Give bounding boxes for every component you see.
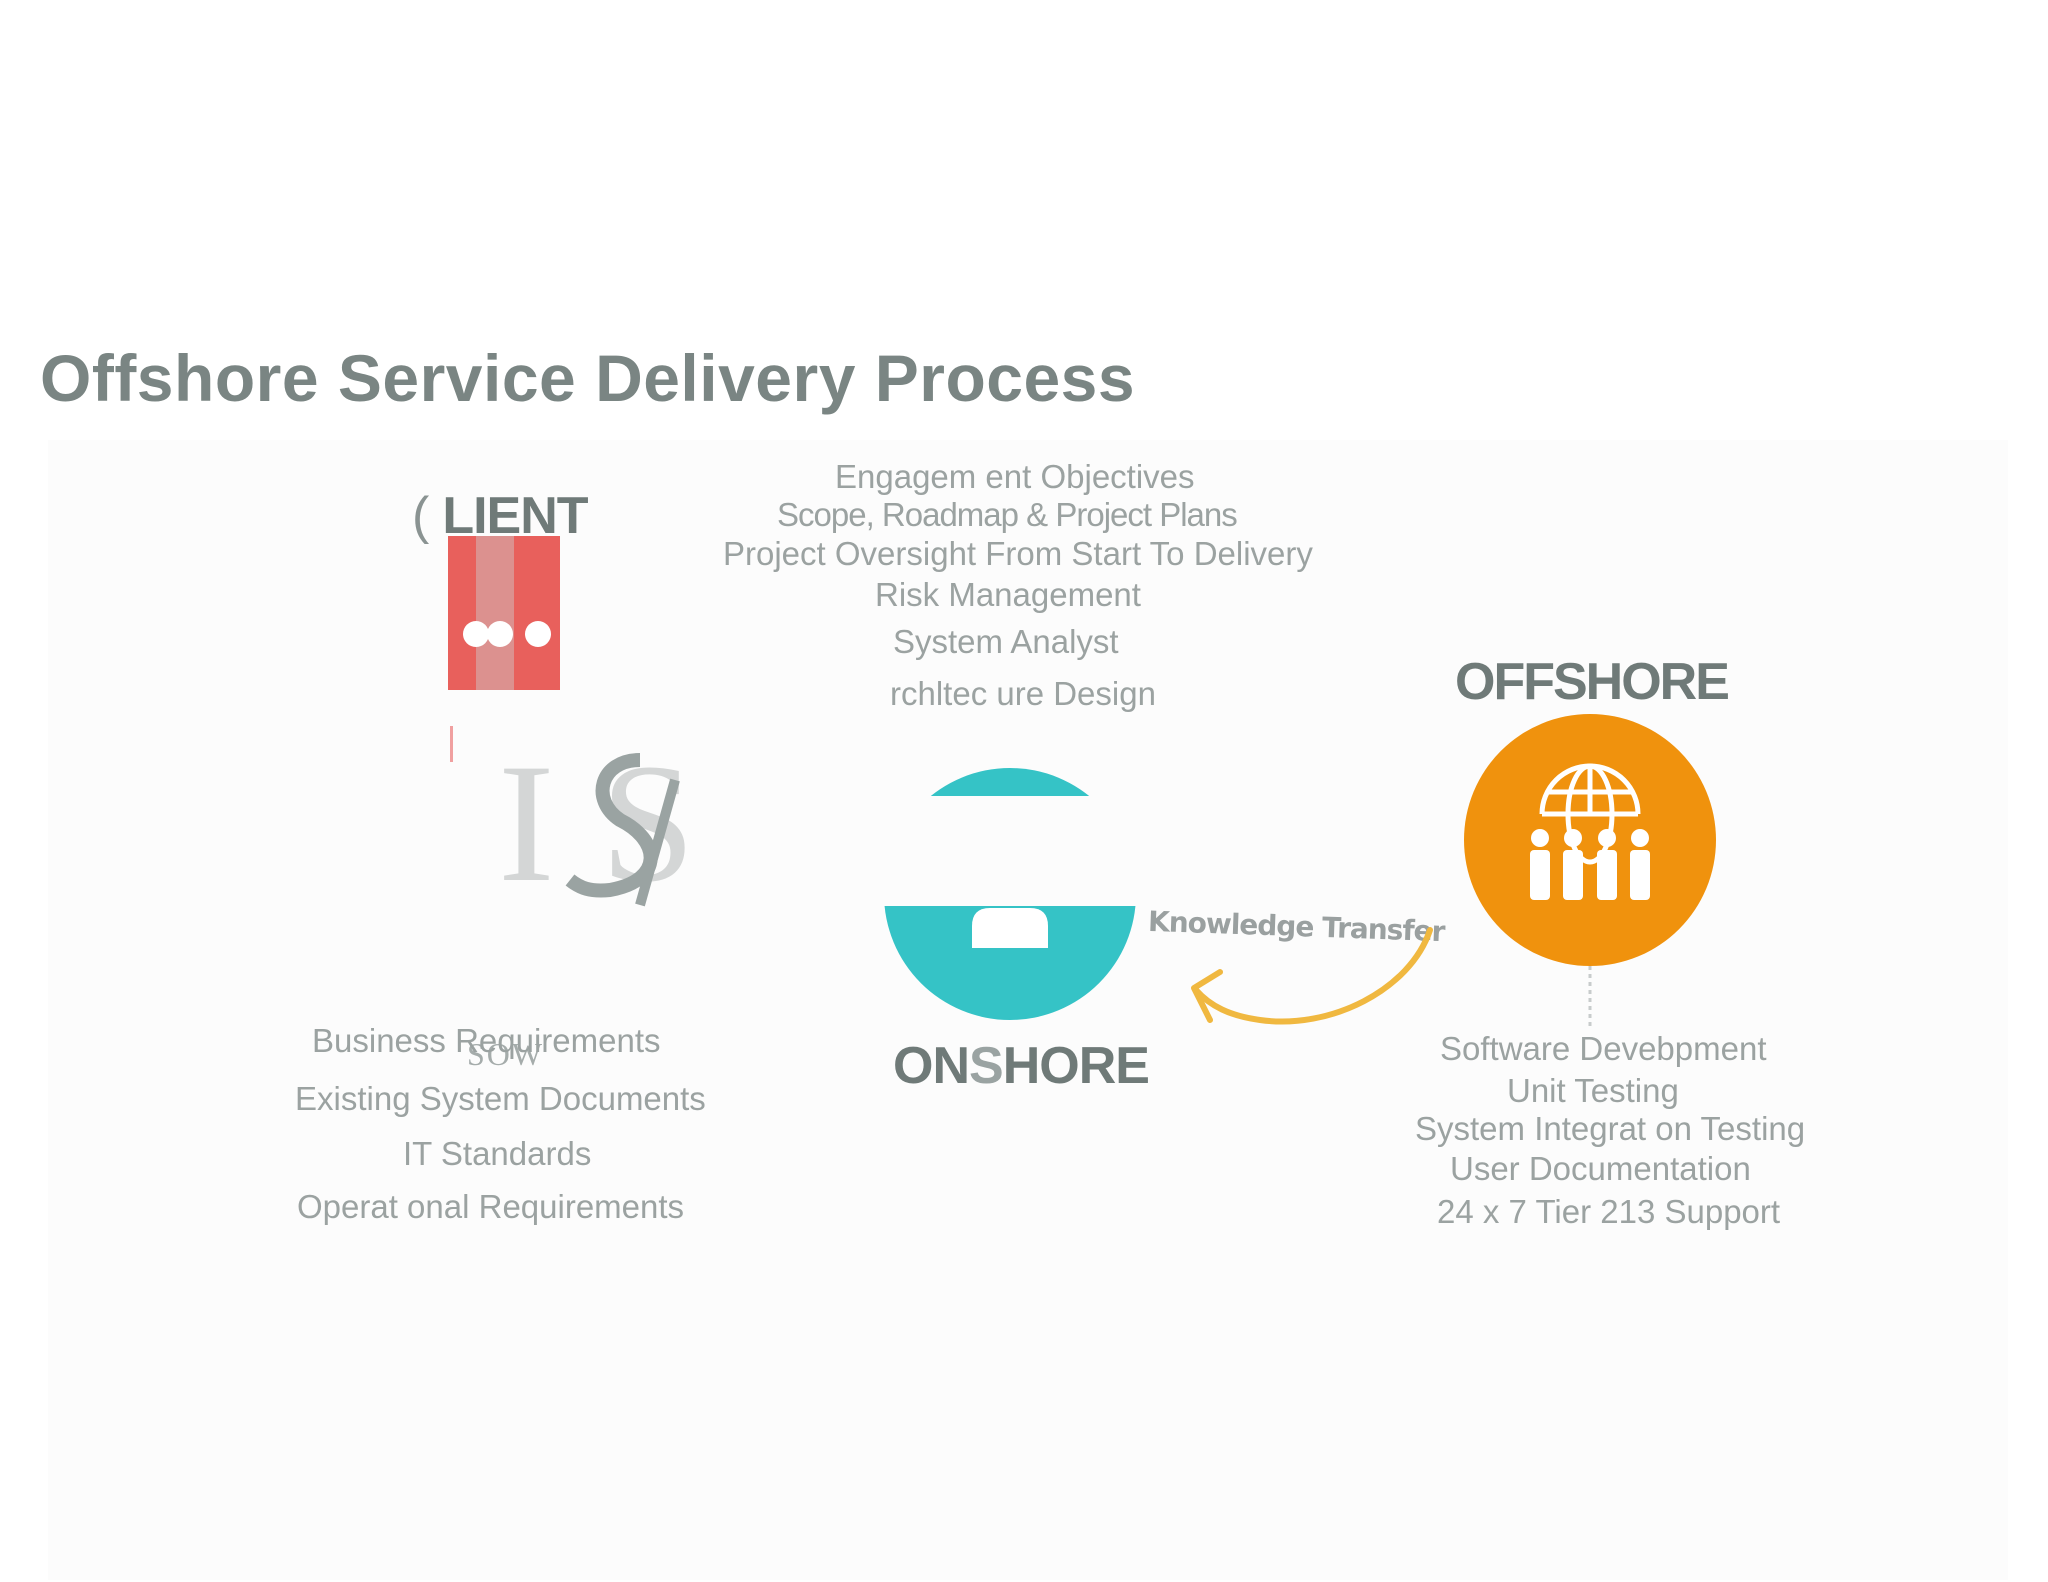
client-item: IT Standards bbox=[403, 1135, 592, 1172]
onshore-item: Project Oversight From Start To Delivery bbox=[723, 535, 1313, 572]
offshore-item: System Integrat on Testing bbox=[1415, 1110, 1806, 1147]
onshore-heading-a: ON bbox=[893, 1037, 970, 1095]
client-item: Business Requirements bbox=[312, 1022, 661, 1059]
onshore-item: Engagem ent Objectives bbox=[835, 458, 1195, 495]
person-icon bbox=[884, 768, 1136, 1020]
offshore-item: Software Devebpment bbox=[1440, 1030, 1767, 1067]
onshore-heading-c: HORE bbox=[1002, 1037, 1150, 1095]
onshore-item: rchltec ure Design bbox=[890, 675, 1156, 712]
is-logo: IS bbox=[498, 729, 695, 917]
client-heading-text: LIENT bbox=[442, 487, 588, 545]
client-item: Existing System Documents bbox=[295, 1080, 706, 1117]
onshore-heading-b: S bbox=[969, 1037, 1004, 1095]
offshore-item: User Documentation bbox=[1450, 1150, 1751, 1187]
global-team-icon bbox=[1464, 714, 1716, 966]
onshore-heading: ONSHORE bbox=[893, 1036, 1150, 1096]
client-red-tick bbox=[450, 726, 453, 762]
offshore-item: 24 x 7 Tier 213 Support bbox=[1437, 1193, 1781, 1230]
offshore-heading: OFFSHORE bbox=[1455, 653, 1730, 711]
client-item: Operat onal Requirements bbox=[297, 1188, 685, 1225]
page-title: Offshore Service Delivery Process bbox=[40, 341, 1136, 415]
building-icon bbox=[448, 536, 560, 690]
onshore-item: Risk Management bbox=[875, 576, 1141, 613]
client-heading-paren: ( bbox=[412, 487, 429, 545]
sow-label: SOW bbox=[467, 1036, 545, 1072]
onshore-item: System Analyst bbox=[893, 623, 1119, 660]
offshore-item: Unit Testing bbox=[1507, 1072, 1679, 1109]
curved-arrow-icon bbox=[1191, 927, 1433, 1025]
client-heading: (LIENT bbox=[412, 486, 589, 546]
offshore-dotted-line bbox=[1588, 966, 1592, 1026]
onshore-item: Scope, Roadmap & Project Plans bbox=[777, 496, 1238, 533]
